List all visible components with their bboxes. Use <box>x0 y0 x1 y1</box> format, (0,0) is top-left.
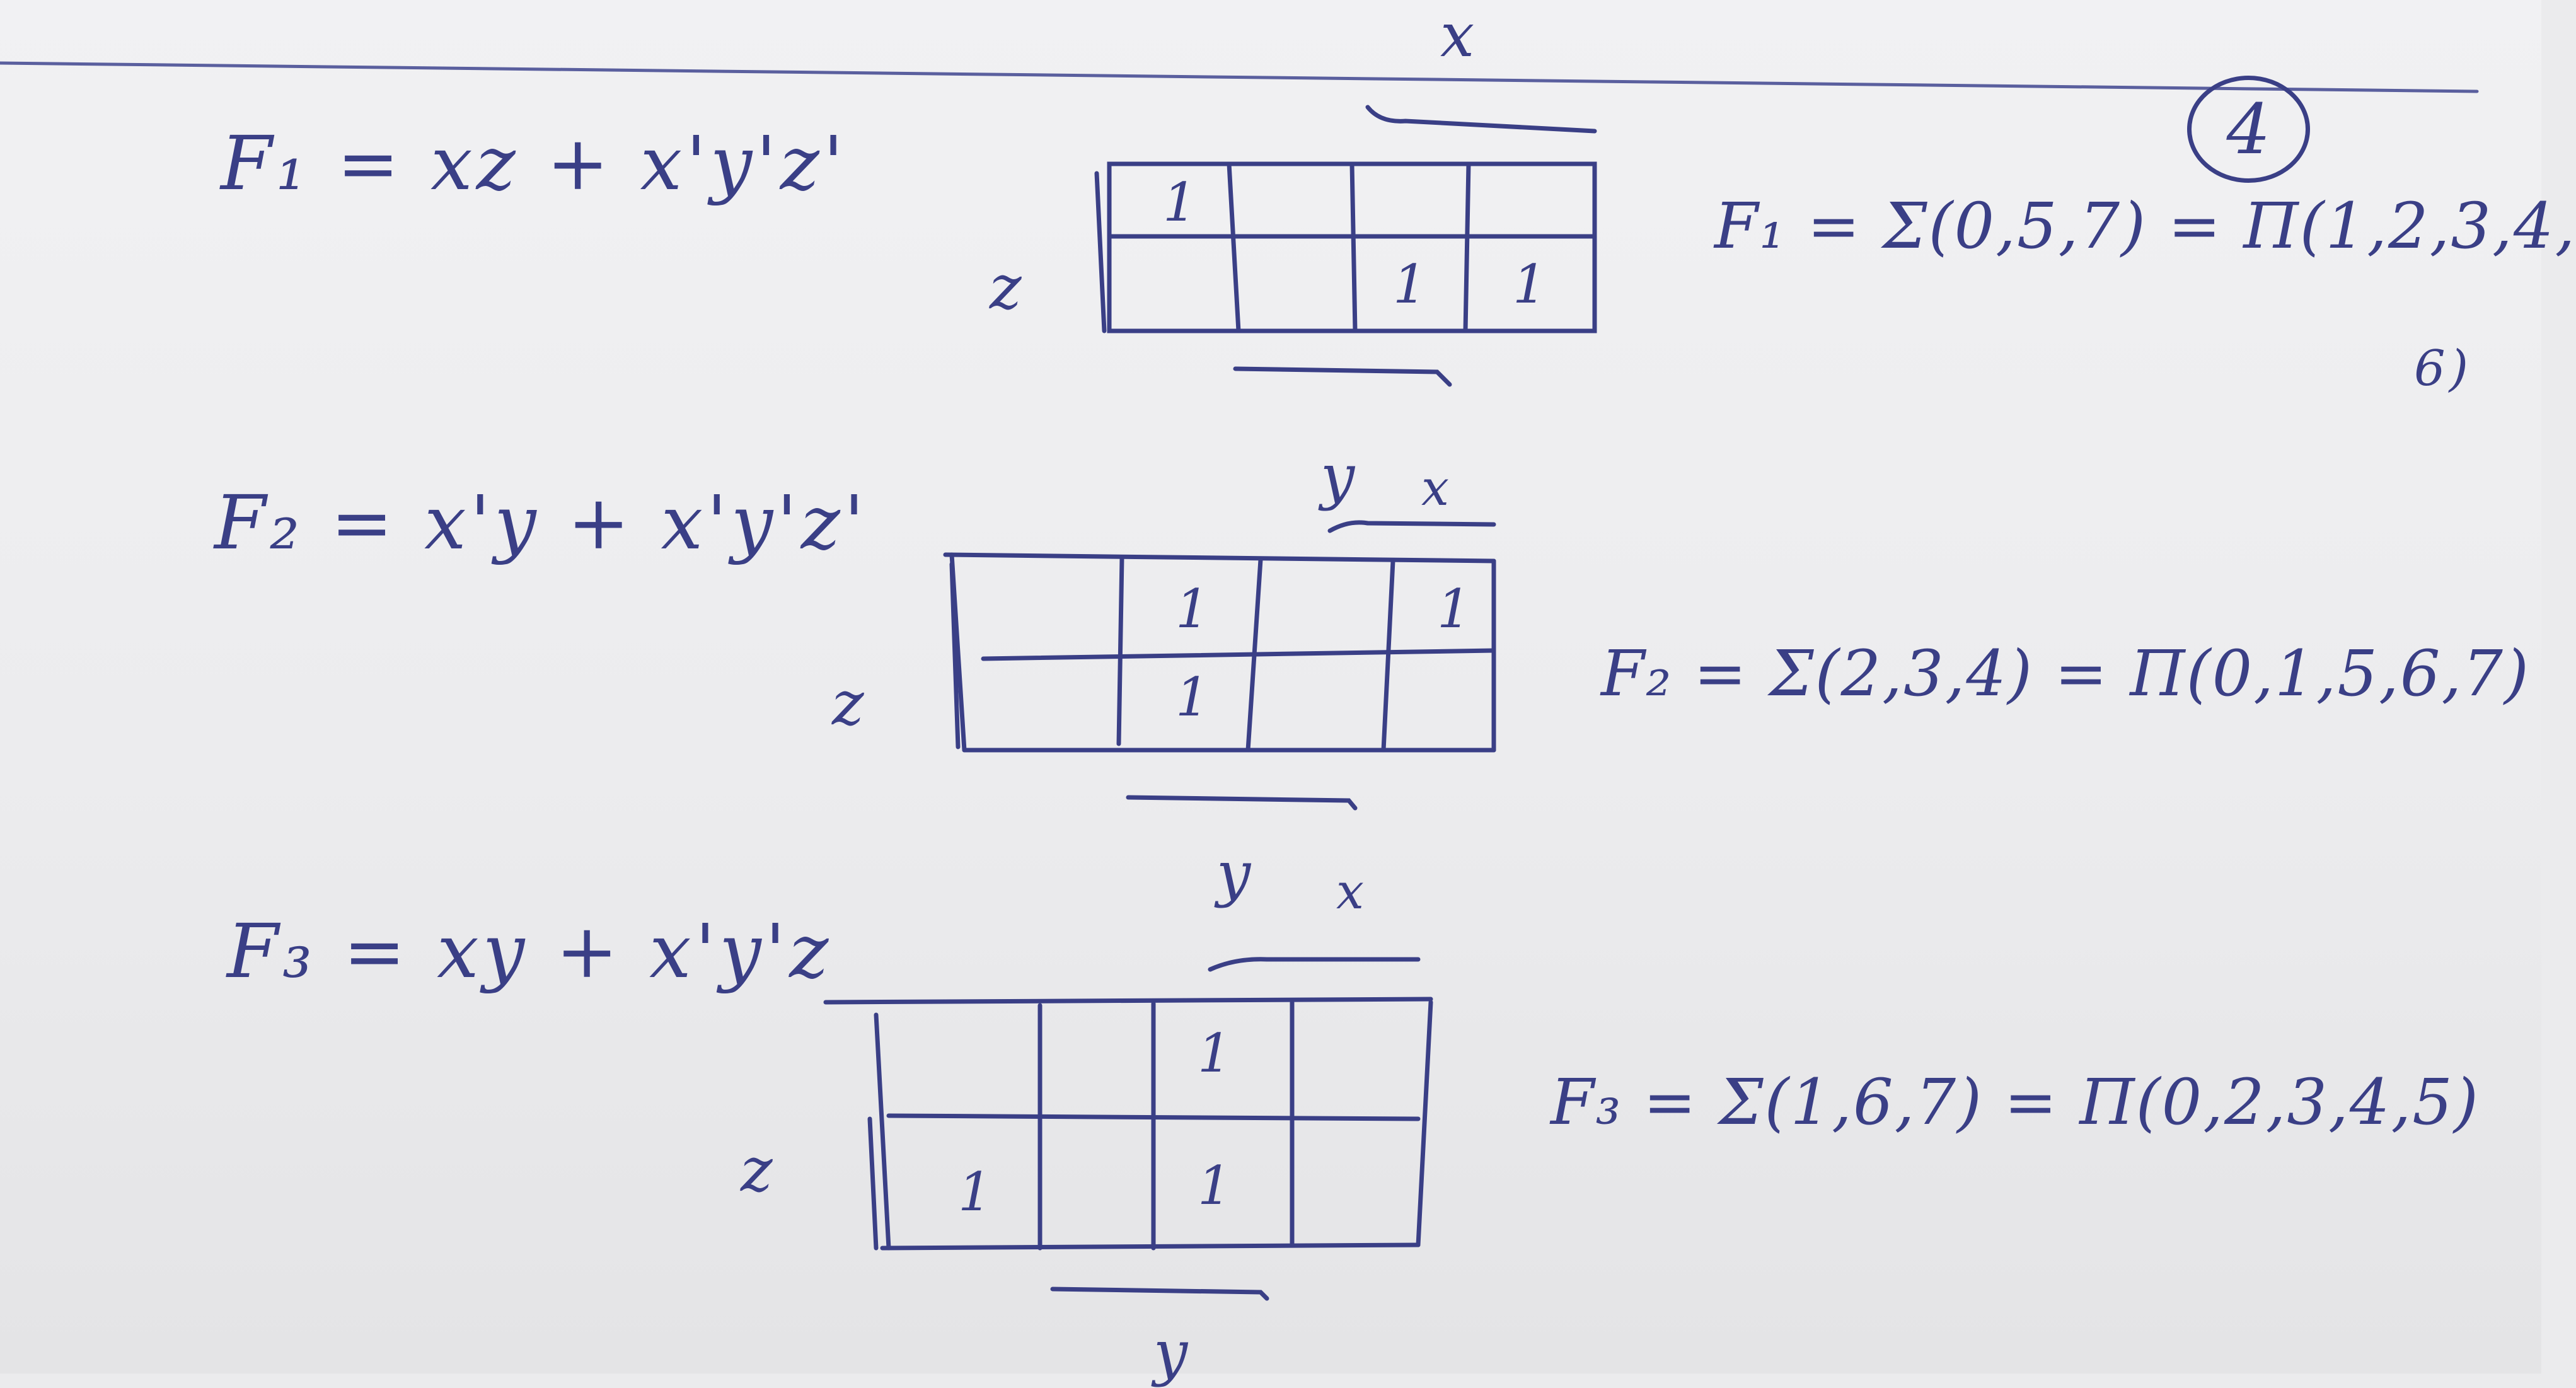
f1-var-top-x: x <box>1440 0 1479 71</box>
f3-result: F₃ = Σ(1,6,7) = Π(0,2,3,4,5) <box>1551 1065 2480 1139</box>
f1-var-left-z: z <box>990 252 1025 323</box>
f3-var-left-z: z <box>741 1135 777 1205</box>
f3-var-bottom-y: y <box>1153 1317 1192 1388</box>
f3-y-brace <box>1050 1287 1269 1301</box>
f1-result: F₁ = Σ(0,5,7) = Π(1,2,3,4, <box>1714 189 2576 263</box>
f1-y-brace <box>1233 366 1452 387</box>
f3-cell-0-2: 1 <box>1198 1022 1231 1084</box>
top-rule-line <box>0 61 2479 93</box>
f3-kmap: 1 1 1 <box>823 957 1433 1301</box>
f2-cell-1-1: 1 <box>1175 666 1209 728</box>
f3-var-top-x: x <box>1336 864 1368 920</box>
f3-expression: F₃ = xy + x'y'z <box>227 908 833 995</box>
f1-expression: F₁ = xz + x'y'z' <box>221 120 848 207</box>
f2-y-brace <box>1126 795 1358 811</box>
f1-x-brace <box>1365 105 1597 134</box>
f1-cell-1-3: 1 <box>1513 253 1546 315</box>
f3-cell-1-0: 1 <box>958 1161 991 1223</box>
f3-var-top-y: y <box>1216 838 1255 909</box>
f2-cell-0-1: 1 <box>1175 578 1209 640</box>
f2-cell-0-3: 1 <box>1437 578 1470 640</box>
f3-x-brace <box>1208 957 1421 972</box>
f2-x-brace <box>1327 520 1496 533</box>
f1-cell-1-2: 1 <box>1393 253 1426 315</box>
f1-kmap: 1 1 1 <box>1094 105 1597 387</box>
f3-z-brace <box>867 1116 879 1251</box>
f3-cell-1-2: 1 <box>1198 1155 1231 1217</box>
f2-var-top-x: x <box>1421 460 1453 517</box>
f1-z-brace <box>1094 171 1107 333</box>
f2-expression: F₂ = x'y + x'y'z' <box>214 479 869 566</box>
f2-var-left-z: z <box>832 668 868 739</box>
f2-kmap: 1 1 1 <box>943 520 1496 811</box>
f1-cell-0-0: 1 <box>1163 171 1196 233</box>
f1-result-continued: 6) <box>2414 340 2473 397</box>
page-number: 4 <box>2187 76 2310 183</box>
f2-result: F₂ = Σ(2,3,4) = Π(0,1,5,6,7) <box>1601 637 2530 710</box>
f2-var-top-y: y <box>1320 441 1359 512</box>
